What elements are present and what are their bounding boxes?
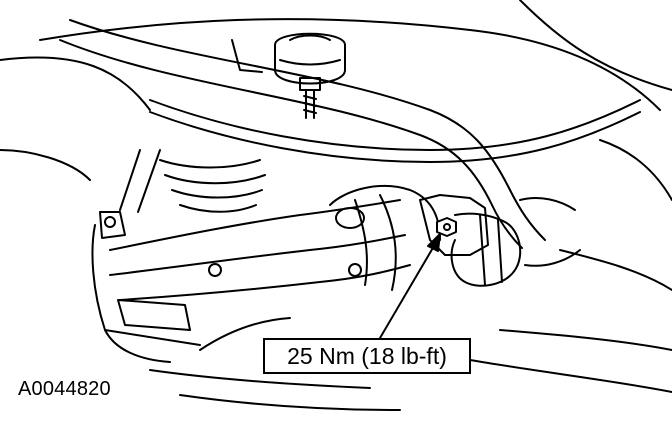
bracket-bolt [436, 217, 457, 237]
lower-control-arm [109, 199, 411, 301]
shock-top-mount [231, 32, 346, 119]
knuckle-assembly [91, 149, 201, 363]
torque-spec-callout: 25 Nm (18 lb-ft) [263, 338, 471, 374]
lower-frame-details [149, 317, 401, 411]
chassis-outline [0, 0, 672, 393]
center-housing [329, 184, 441, 291]
stabilizer-bushing-bracket [419, 194, 581, 287]
brake-hose [149, 99, 641, 163]
callout-arrow [379, 233, 441, 339]
figure-number: A0044820 [18, 378, 111, 400]
coil-spring [159, 159, 266, 213]
